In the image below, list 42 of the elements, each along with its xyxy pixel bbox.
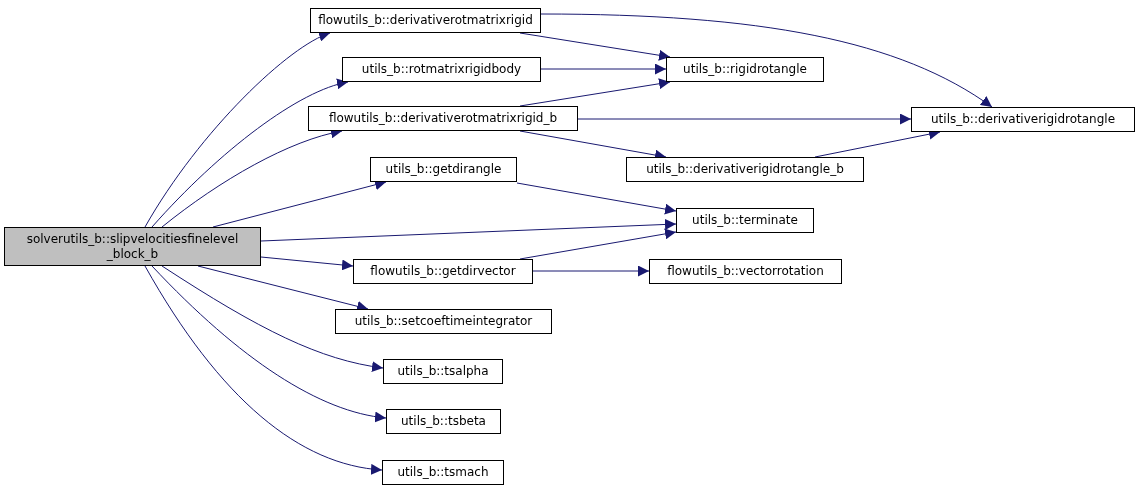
function-name: utils_b::terminate — [692, 213, 798, 228]
function-box — [649, 259, 842, 284]
function-name: utils_b::setcoeftimeintegrator — [354, 314, 533, 329]
function-box — [383, 359, 503, 384]
call-arrow — [577, 113, 912, 125]
function-name: utils_b::getdirangle — [385, 162, 502, 177]
call-arrow — [144, 32, 331, 228]
function-name: flowutils_b::derivativerotmatrixrigid — [318, 13, 533, 28]
function-name: utils_b::rotmatrixrigidbody — [361, 62, 522, 77]
function-name: utils_b::rigidrotangle — [683, 62, 807, 77]
function-name: utils_b::tsmach — [397, 465, 489, 480]
function-box — [666, 57, 824, 82]
function-name: utils_b::derivativerigidrotangle_b — [646, 162, 844, 177]
function-name: flowutils_b::getdirvector — [370, 264, 516, 279]
call-arrow — [151, 265, 387, 422]
call-arrow — [260, 218, 677, 242]
function-name: utils_b::tsalpha — [397, 364, 489, 379]
function-box — [382, 460, 504, 485]
function-box — [676, 208, 814, 233]
function-box — [310, 8, 541, 33]
call-arrow — [144, 265, 383, 475]
call-arrow — [532, 265, 650, 277]
call-arrow — [260, 256, 354, 271]
function-box — [4, 227, 261, 266]
function-box — [335, 309, 552, 334]
function-box — [353, 259, 533, 284]
call-arrow — [516, 182, 677, 215]
function-box — [626, 157, 864, 182]
function-box — [911, 107, 1135, 132]
function-box — [308, 106, 578, 131]
function-box — [342, 57, 541, 82]
function-name: solverutils_b::slipvelocitiesfinelevel _block_b — [25, 232, 240, 261]
call-arrow — [151, 79, 349, 228]
function-name: utils_b::tsbeta — [401, 414, 486, 429]
function-box — [386, 409, 501, 434]
call-arrow — [161, 265, 384, 372]
function-name: flowutils_b::vectorrotation — [667, 264, 824, 279]
call-arrow — [540, 13, 993, 108]
call-arrow — [540, 63, 667, 75]
function-name: utils_b::derivativerigidrotangle — [931, 112, 1115, 127]
function-box — [370, 157, 517, 182]
function-name: flowutils_b::derivativerotmatrixrigid_b — [328, 111, 558, 126]
